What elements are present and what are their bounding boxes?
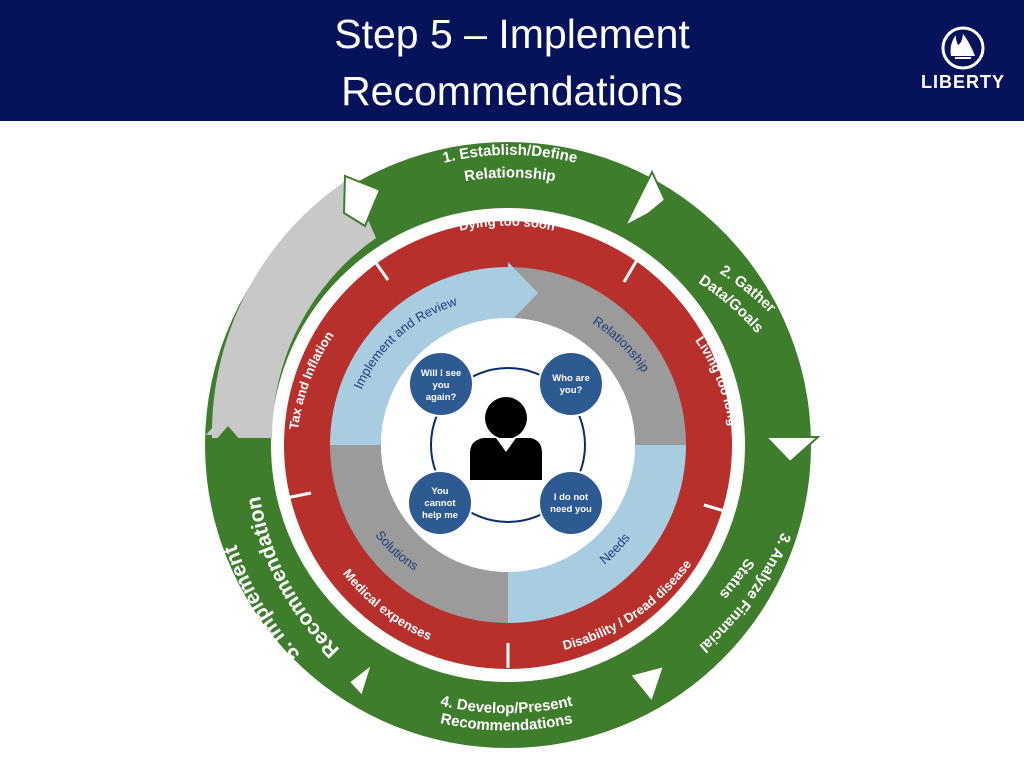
chevron-4: [628, 664, 666, 705]
bubble-3-line-3: help me: [422, 510, 458, 521]
bubble-1-line-1: Will I see: [421, 368, 462, 379]
return-arrow-head: [214, 426, 242, 442]
step-1-label-2: Relationship: [463, 164, 557, 185]
bubble-you-cannot-help-me: You cannot help me: [407, 470, 473, 536]
quadrant-relationship: [508, 267, 686, 445]
inner-process-ring: [330, 262, 686, 623]
bubble-1-line-2: you: [433, 380, 450, 391]
svg-text:Relationship: Relationship: [463, 164, 557, 185]
quadrant-implement: [330, 267, 508, 445]
person-icon: [470, 397, 542, 480]
step-chevrons: [342, 169, 821, 705]
page-title: Step 5 – Implement Recommendations: [212, 6, 812, 120]
quadrant-solutions: [330, 445, 508, 623]
return-arc-fill: [211, 178, 376, 438]
flame-crown-icon: [941, 26, 985, 70]
logo-text: LIBERTY: [920, 72, 1005, 92]
risk-ring: [284, 221, 732, 669]
bubble-orbit: [430, 367, 586, 523]
bubble-4-line-1: I do not: [554, 492, 589, 503]
bubble-3-line-1: You: [431, 486, 448, 497]
outer-process-ring: [205, 142, 821, 748]
bubble-1-line-3: again?: [426, 392, 457, 403]
bubble-3-line-2: cannot: [424, 498, 456, 509]
liberty-logo: LIBERTY: [918, 26, 1008, 96]
bubble-will-i-see-you: Will I see you again?: [408, 351, 474, 417]
bubble-4-line-2: need you: [550, 504, 592, 515]
svg-text:Dying too soon: Dying too soon: [458, 214, 557, 234]
chevron-2: [622, 169, 667, 229]
title-line-1: Step 5 – Implement: [334, 11, 690, 57]
quadrant-needs: [508, 445, 686, 623]
bubble-2-line-2: you?: [560, 385, 583, 396]
chevron-3: [763, 436, 821, 464]
risk-dying-too-soon: Dying too soon: [458, 214, 557, 234]
chevron-5: [347, 661, 374, 698]
risk-ring-dividers: [285, 259, 729, 668]
bubble-2-line-1: Who are: [552, 373, 589, 384]
title-line-2: Recommendations: [341, 68, 683, 114]
header-bar: Step 5 – Implement Recommendations LIBER…: [0, 0, 1024, 121]
quadrant-arrow: [508, 262, 538, 324]
planning-cycle-diagram: Will I see you again? Who are you? You c…: [205, 142, 821, 748]
bubble-i-do-not-need-you: I do not need you: [538, 470, 604, 536]
chevron-1: [342, 174, 382, 228]
bubble-who-are-you: Who are you?: [538, 351, 604, 417]
